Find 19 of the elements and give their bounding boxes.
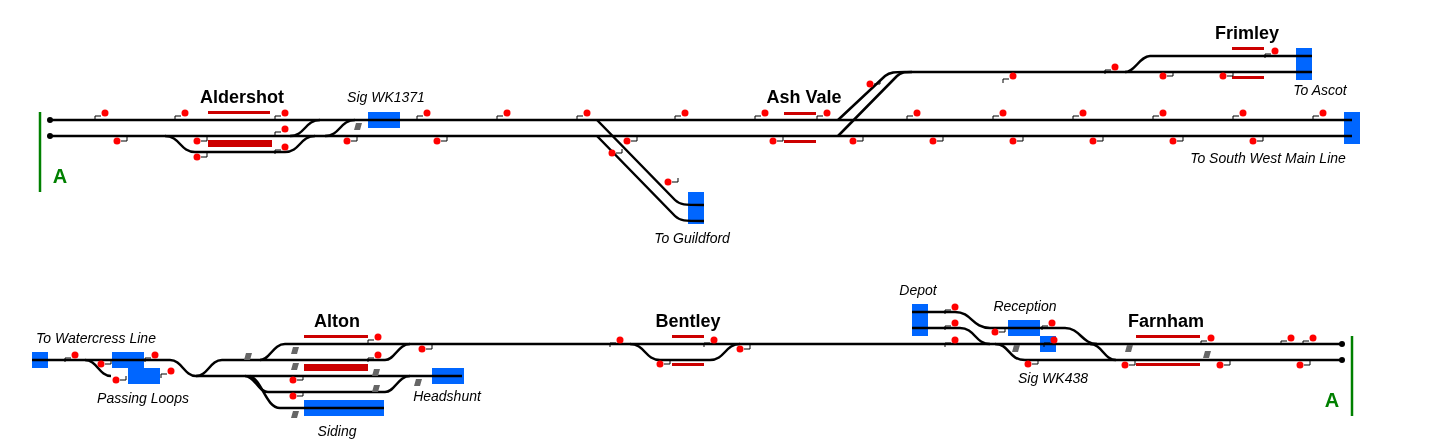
track-label: Siding: [317, 424, 357, 438]
station-name: Aldershot: [200, 88, 284, 106]
track-label: To Ascot: [1293, 83, 1347, 97]
station-name: Alton: [314, 312, 360, 330]
station-name: Bentley: [655, 312, 721, 330]
station-name: Frimley: [1215, 24, 1279, 42]
track-label: To Watercress Line: [36, 331, 156, 345]
continuation-marker: A: [1324, 390, 1340, 410]
track-label: To Guildford: [654, 231, 730, 245]
track-label: Sig WK1371: [347, 90, 425, 104]
station-name: Farnham: [1128, 312, 1204, 330]
track-label: Passing Loops: [97, 391, 189, 405]
station-name: Ash Vale: [766, 88, 842, 106]
track-label: Depot: [899, 283, 937, 297]
track-label: Reception: [993, 299, 1057, 313]
track-label: Headshunt: [413, 389, 481, 403]
track-label: To South West Main Line: [1190, 151, 1346, 165]
continuation-marker: A: [52, 166, 68, 186]
track-label: Sig WK438: [1018, 371, 1088, 385]
